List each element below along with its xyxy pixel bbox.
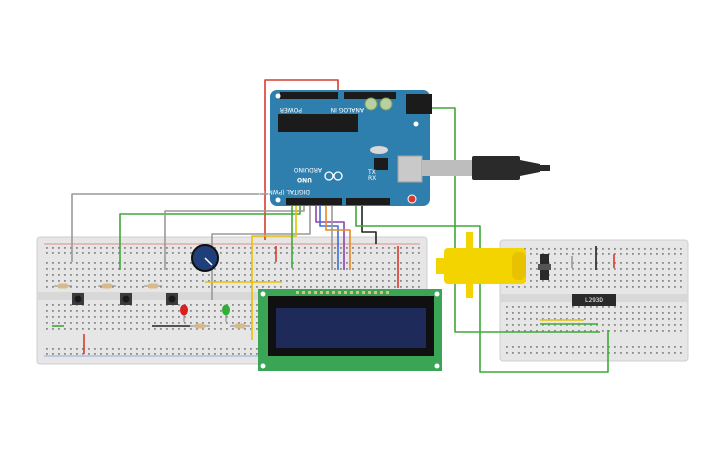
led-red[interactable]	[180, 304, 188, 323]
push-button-3[interactable]	[166, 293, 178, 305]
potentiometer-icon[interactable]	[191, 244, 219, 272]
resistor-5	[230, 323, 250, 329]
wire-green-left	[119, 204, 301, 270]
wire-blue	[319, 204, 339, 270]
arduino-logo-icon	[324, 171, 343, 181]
resistor-3	[144, 283, 162, 289]
digital-label: DIGITAL (PWM ~)	[258, 188, 310, 195]
reset-button[interactable]	[407, 194, 417, 204]
power-label: POWER	[280, 106, 302, 113]
push-button-2[interactable]	[120, 293, 132, 305]
wire-yellow-1	[251, 204, 297, 340]
header-top-right	[344, 92, 396, 99]
slide-switch[interactable]	[538, 254, 551, 280]
header-bottom-right	[346, 198, 390, 205]
lcd-display[interactable]	[258, 289, 442, 371]
header-bottom-left	[286, 198, 342, 205]
crystal	[370, 146, 388, 154]
dc-motor-icon[interactable]	[436, 232, 526, 298]
wire-purple	[315, 204, 345, 270]
led-green[interactable]	[222, 304, 230, 323]
wire-gray-2	[164, 204, 305, 270]
usb-cable-icon	[422, 156, 550, 180]
atmega-chip	[278, 114, 358, 132]
push-button-1[interactable]	[72, 293, 84, 305]
header-top-left	[280, 92, 338, 99]
wire-red-top	[264, 79, 339, 240]
capacitor-1	[364, 97, 378, 111]
wire-gray-left	[71, 193, 272, 262]
usb-chip	[374, 158, 388, 170]
wire-black	[361, 204, 377, 244]
wire-green-3	[355, 204, 609, 373]
brand-label: ARDUINO	[293, 166, 322, 173]
capacitor-2	[379, 97, 393, 111]
resistor-2	[98, 283, 116, 289]
mount-hole-2	[275, 197, 281, 203]
uno-label: UNO	[297, 176, 312, 183]
mount-hole-1	[275, 93, 281, 99]
resistor-1	[54, 283, 72, 289]
arduino-uno[interactable]: DIGITAL (PWM ~) UNO ARDUINO POWER ANALOG…	[258, 90, 432, 206]
rx-label: RX	[368, 175, 376, 182]
ic-label: L293D	[585, 297, 603, 304]
wire-orange	[325, 204, 351, 270]
resistor-4	[190, 323, 210, 329]
usb-port	[397, 155, 423, 183]
mount-hole-3	[413, 121, 419, 127]
power-jack	[406, 94, 432, 114]
tx-label: TX	[367, 169, 376, 176]
l293d-ic[interactable]: L293D	[572, 294, 616, 306]
analog-label: ANALOG IN	[331, 106, 364, 113]
